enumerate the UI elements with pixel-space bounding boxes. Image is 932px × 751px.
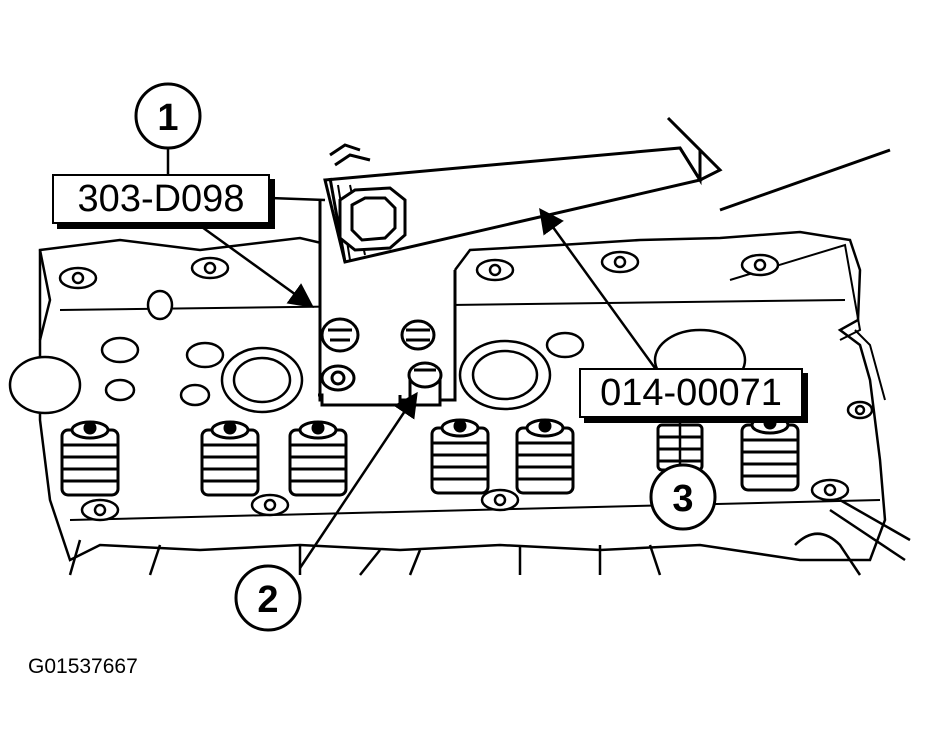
head-bolts (58, 250, 874, 522)
tool-label-014-00071-text: 014-00071 (600, 372, 782, 414)
lifting-tool (323, 116, 891, 264)
leader-lines (166, 148, 682, 569)
lower-casting (68, 498, 911, 576)
valve-springs (60, 415, 800, 497)
figure-id: G01537667 (28, 655, 138, 678)
tool-label-303-d098-text: 303-D098 (77, 178, 245, 220)
tool-label-303-d098: 303-D098 (52, 174, 270, 224)
valve-ports (8, 289, 747, 415)
callout-2-number: 2 (257, 579, 278, 621)
callout-1-circle (134, 82, 202, 150)
callout-2: 2 (234, 564, 302, 632)
tool-label-014-00071: 014-00071 (579, 368, 803, 418)
callout-1-number: 1 (157, 97, 178, 139)
callout-3-number: 3 (672, 478, 693, 520)
callout-3-circle (649, 463, 717, 531)
callout-2-circle (234, 564, 302, 632)
callout-3: 3 (649, 463, 717, 531)
callout-1: 1 (134, 82, 202, 150)
